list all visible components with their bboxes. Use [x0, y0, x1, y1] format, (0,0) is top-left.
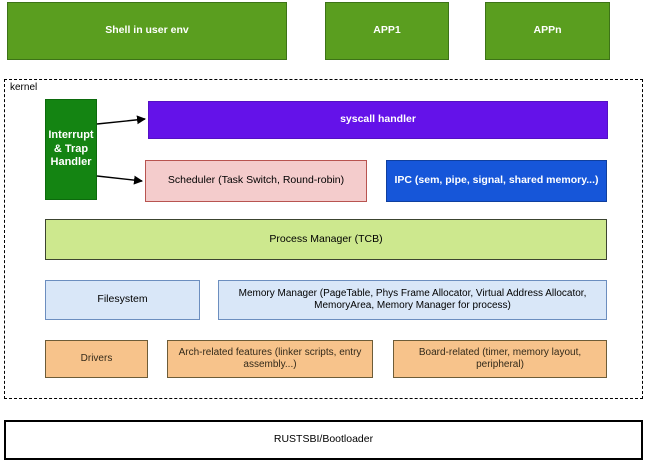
arch-related-box: Arch-related features (linker scripts, e…: [167, 340, 373, 378]
shell-label: Shell in user env: [105, 24, 189, 37]
filesystem-label: Filesystem: [97, 293, 148, 306]
bootloader-label: RUSTSBI/Bootloader: [273, 433, 374, 446]
memory-manager-box: Memory Manager (PageTable, Phys Frame Al…: [218, 280, 607, 320]
kernel-frame-label: kernel: [10, 82, 38, 93]
appn-label: APPn: [533, 24, 562, 37]
syscall-handler-box: syscall handler: [148, 101, 608, 139]
interrupt-trap-handler-box: Interrupt & Trap Handler: [45, 99, 97, 200]
interrupt-trap-handler-label: Interrupt & Trap Handler: [48, 128, 94, 169]
kernel-frame: [4, 79, 643, 399]
filesystem-box: Filesystem: [45, 280, 200, 320]
board-related-box: Board-related (timer, memory layout, per…: [393, 340, 607, 378]
shell-box: Shell in user env: [7, 2, 287, 60]
scheduler-box: Scheduler (Task Switch, Round-robin): [145, 160, 367, 202]
process-manager-box: Process Manager (TCB): [45, 219, 607, 260]
drivers-box: Drivers: [45, 340, 148, 378]
ipc-box: IPC (sem, pipe, signal, shared memory...…: [386, 160, 607, 202]
ipc-label: IPC (sem, pipe, signal, shared memory...…: [394, 174, 599, 187]
bootloader-box: RUSTSBI/Bootloader: [4, 420, 643, 460]
arch-related-label: Arch-related features (linker scripts, e…: [178, 346, 362, 371]
process-manager-label: Process Manager (TCB): [269, 232, 383, 245]
board-related-label: Board-related (timer, memory layout, per…: [418, 346, 582, 371]
appn-box: APPn: [485, 2, 610, 60]
memory-manager-label: Memory Manager (PageTable, Phys Frame Al…: [238, 287, 587, 312]
app1-box: APP1: [325, 2, 449, 60]
scheduler-label: Scheduler (Task Switch, Round-robin): [167, 174, 345, 187]
syscall-handler-label: syscall handler: [340, 113, 416, 126]
app1-label: APP1: [373, 24, 401, 37]
drivers-label: Drivers: [80, 352, 113, 364]
